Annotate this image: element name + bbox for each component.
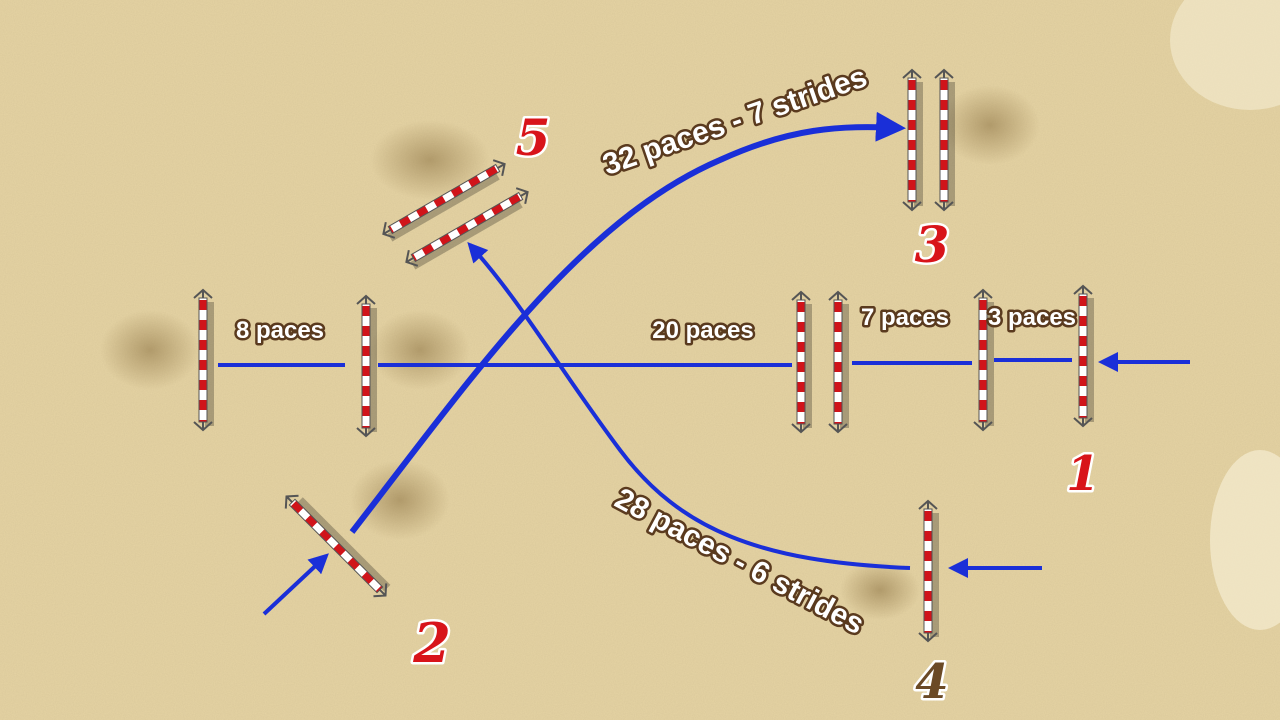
path-2-to-3	[349, 111, 906, 534]
fence-number-2: 2	[412, 611, 451, 675]
label-20-paces: 20 paces	[652, 317, 753, 344]
approach-arrow-2	[262, 553, 329, 616]
path-4-to-5	[467, 242, 911, 570]
fence-number-5: 5	[516, 108, 551, 167]
label-7-paces: 7 paces	[861, 304, 949, 331]
label-8-paces: 8 paces	[236, 317, 324, 344]
fence-number-4: 4	[915, 654, 948, 710]
fence-number-3: 3	[915, 215, 950, 274]
fence-number-1: 1	[1066, 446, 1099, 502]
center-line	[218, 358, 1072, 367]
label-3-paces: 3 paces	[988, 304, 1076, 331]
